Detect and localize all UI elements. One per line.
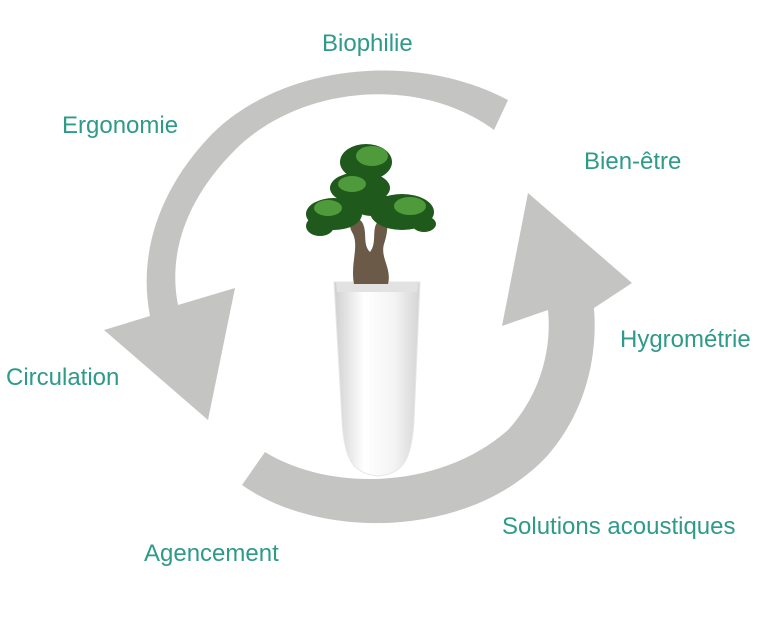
label-agencement: Agencement [144, 540, 279, 567]
label-bien-etre: Bien-être [584, 148, 682, 175]
label-hygrometrie: Hygrométrie [620, 326, 751, 353]
foliage [306, 144, 436, 236]
label-solutions-acoustiques: Solutions acoustiques [502, 513, 736, 540]
label-circulation: Circulation [6, 364, 120, 391]
pot-rim-shadow [336, 282, 418, 292]
upper-left-cycle-arrow-icon [104, 70, 508, 420]
label-biophilie: Biophilie [322, 30, 413, 57]
label-ergonomie: Ergonomie [62, 112, 179, 139]
lower-right-cycle-arrow-icon [242, 193, 632, 524]
trunk [350, 218, 389, 284]
pot [333, 281, 421, 477]
bonsai-plant-icon [306, 144, 436, 477]
